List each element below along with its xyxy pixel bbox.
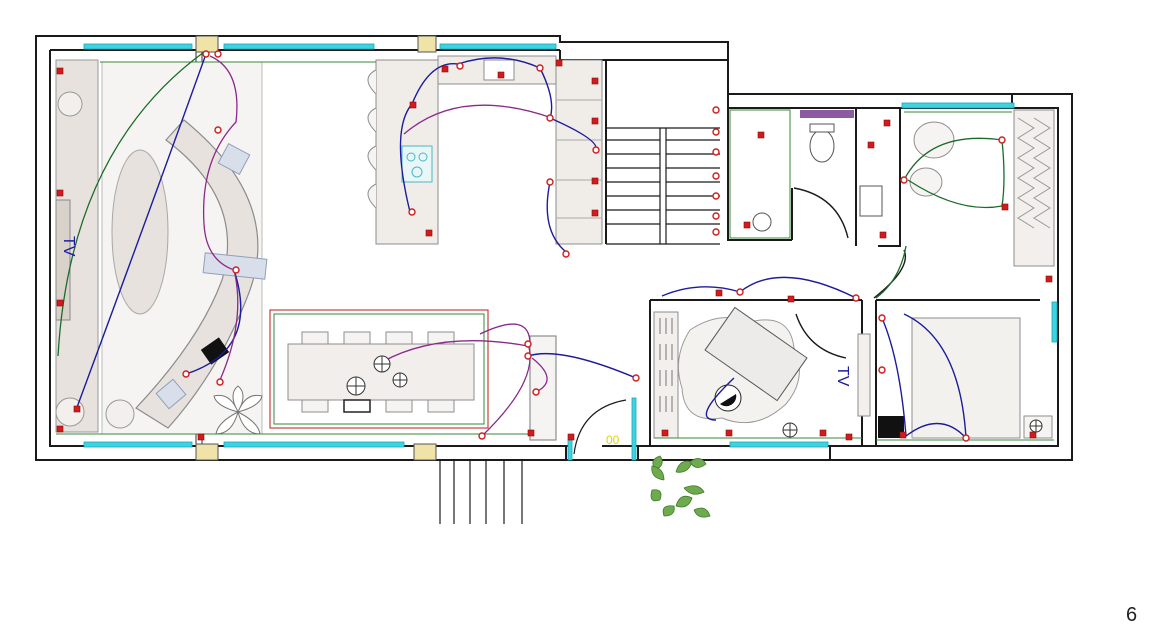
electrical-sockets xyxy=(56,59,1053,441)
bedroom-right xyxy=(873,249,1053,439)
door-mark-label: 00 xyxy=(606,433,620,447)
toilet-icon xyxy=(809,129,835,163)
wiring-blue xyxy=(75,53,967,439)
washbasin-icon xyxy=(859,185,883,217)
plant-icon xyxy=(213,385,263,435)
staircase xyxy=(606,127,720,245)
cooktop xyxy=(401,145,433,183)
page-number: 6 xyxy=(1126,604,1138,626)
bathroom xyxy=(729,109,883,239)
living-room xyxy=(55,59,268,435)
tv-cabinet xyxy=(55,199,71,321)
side-table-black xyxy=(200,337,230,365)
bedroom-middle xyxy=(653,306,871,439)
bedroom-top xyxy=(909,109,1055,267)
bed xyxy=(911,317,1021,439)
sink xyxy=(483,59,515,81)
desk xyxy=(704,306,808,402)
kitchen xyxy=(367,55,603,245)
ceiling-lights xyxy=(346,355,1043,438)
tv-label-living: TV xyxy=(60,236,77,257)
curved-sofa xyxy=(135,119,259,429)
tv-label-bedroom: TV xyxy=(834,366,851,387)
wiring-purple xyxy=(202,55,553,437)
electrical-points xyxy=(182,50,1006,442)
outdoor-plant-icon xyxy=(650,455,711,518)
window-glazing xyxy=(83,43,1058,461)
wiring-green xyxy=(57,51,1005,357)
green-perimeter xyxy=(56,61,1054,441)
